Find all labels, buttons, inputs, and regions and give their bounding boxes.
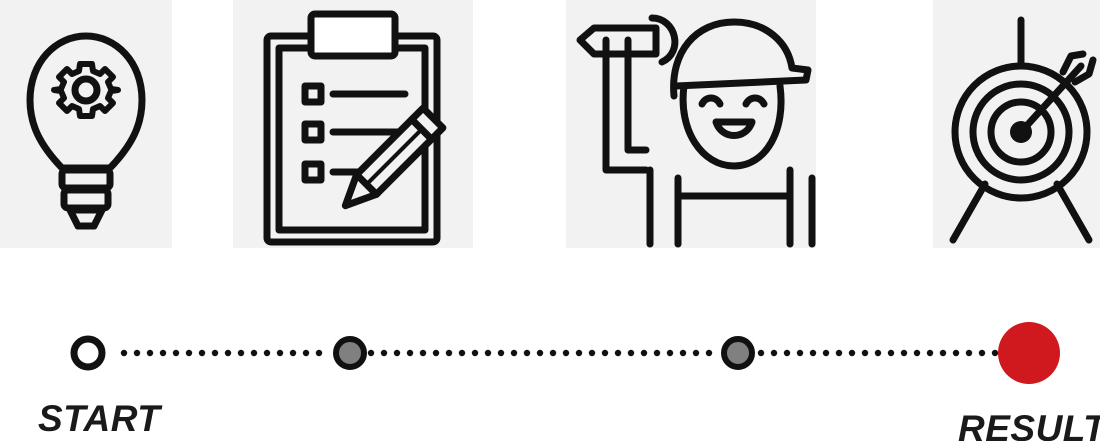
timeline-dot (121, 350, 127, 356)
timeline-dot (836, 350, 842, 356)
timeline-dot (953, 350, 959, 356)
timeline-dot (589, 350, 595, 356)
lightbulb-gear-icon (0, 0, 172, 248)
timeline-dot (797, 350, 803, 356)
timeline-dot (849, 350, 855, 356)
timeline-dot (368, 350, 374, 356)
timeline-dot (251, 350, 257, 356)
timeline-dot (394, 350, 400, 356)
timeline-dot (199, 350, 205, 356)
timeline-dot (407, 350, 413, 356)
timeline-dot (641, 350, 647, 356)
timeline-dotted-line (121, 350, 998, 356)
timeline-dot (602, 350, 608, 356)
timeline-dot (459, 350, 465, 356)
start-label: START (38, 398, 160, 440)
timeline-dot (147, 350, 153, 356)
timeline-dot (264, 350, 270, 356)
timeline-dot (186, 350, 192, 356)
clipboard-checklist-pencil-icon (233, 0, 473, 248)
timeline-dot (290, 350, 296, 356)
timeline-dot (992, 350, 998, 356)
timeline-dot (966, 350, 972, 356)
timeline-dot (823, 350, 829, 356)
timeline-dot (316, 350, 322, 356)
timeline-dot (784, 350, 790, 356)
timeline-dot (550, 350, 556, 356)
result-label: RESULT (958, 408, 1100, 441)
timeline-dot (524, 350, 530, 356)
result-marker (998, 322, 1060, 384)
plan-tile (233, 0, 473, 248)
timeline-dot (433, 350, 439, 356)
step-marker (336, 339, 364, 367)
timeline-dot (511, 350, 517, 356)
timeline-dot (771, 350, 777, 356)
timeline-dot (498, 350, 504, 356)
timeline-dot (563, 350, 569, 356)
work-tile (566, 0, 816, 248)
timeline-dot (225, 350, 231, 356)
timeline-dot (628, 350, 634, 356)
timeline-dot (173, 350, 179, 356)
start-marker (74, 339, 102, 367)
idea-tile (0, 0, 172, 248)
timeline-dot (381, 350, 387, 356)
timeline-dot (927, 350, 933, 356)
timeline-dot (420, 350, 426, 356)
timeline-dot (667, 350, 673, 356)
timeline-dot (615, 350, 621, 356)
step-marker (724, 339, 752, 367)
timeline-dot (134, 350, 140, 356)
timeline-dot (979, 350, 985, 356)
timeline-dot (238, 350, 244, 356)
timeline-dot (537, 350, 543, 356)
timeline-dot (693, 350, 699, 356)
timeline-dot (758, 350, 764, 356)
timeline-dot (277, 350, 283, 356)
timeline-dot (446, 350, 452, 356)
timeline-dot (303, 350, 309, 356)
worker-wrench-icon (566, 0, 816, 248)
timeline-dot (940, 350, 946, 356)
goal-tile (933, 0, 1100, 248)
target-arrow-icon (933, 0, 1100, 248)
timeline-dot (472, 350, 478, 356)
timeline-dot (160, 350, 166, 356)
timeline-dot (576, 350, 582, 356)
timeline-dot (862, 350, 868, 356)
timeline-dot (654, 350, 660, 356)
timeline-dot (810, 350, 816, 356)
timeline-dot (888, 350, 894, 356)
timeline (0, 300, 1100, 400)
timeline-dot (875, 350, 881, 356)
timeline-dot (706, 350, 712, 356)
timeline-dot (680, 350, 686, 356)
timeline-dot (914, 350, 920, 356)
timeline-dot (485, 350, 491, 356)
timeline-dot (212, 350, 218, 356)
timeline-dot (901, 350, 907, 356)
